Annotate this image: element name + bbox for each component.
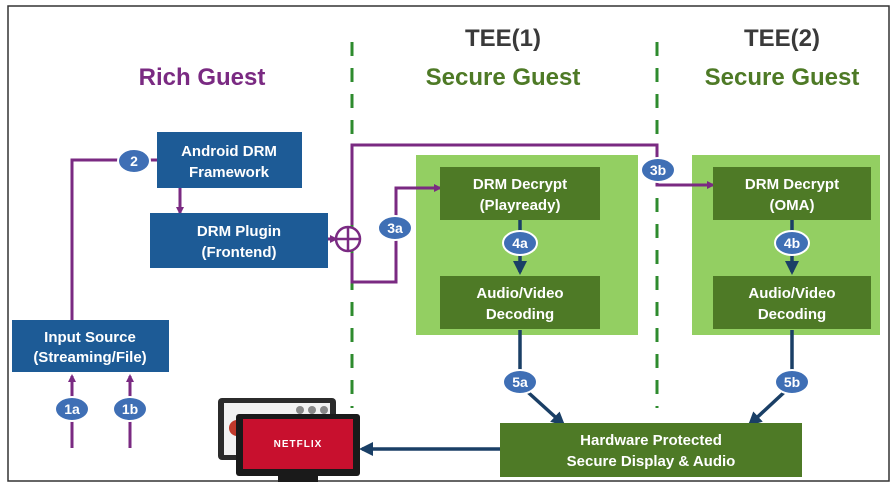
- drm-decrypt-oma-box: [713, 167, 871, 220]
- badge-4b: 4b: [774, 230, 810, 256]
- badge-5a: 5a: [502, 369, 538, 395]
- header-secure-guest-2: Secure Guest: [705, 64, 860, 91]
- header-rich-guest: Rich Guest: [139, 64, 266, 91]
- android-drm-framework-box: [157, 132, 302, 188]
- badge-4a-label: 4a: [512, 235, 528, 251]
- badge-4a: 4a: [502, 230, 538, 256]
- av-decoding-2-line2: Decoding: [758, 306, 826, 323]
- drm-decrypt-playready-box: [440, 167, 600, 220]
- android-drm-line1: Android DRM: [181, 143, 277, 160]
- android-drm-line2: Framework: [189, 164, 270, 181]
- drm-decrypt-2-line1: DRM Decrypt: [745, 176, 839, 193]
- av-decoding-1-box: [440, 276, 600, 329]
- badge-2: 2: [117, 148, 151, 174]
- path-input-to-framework: [70, 158, 157, 320]
- header-tee1: TEE(1): [465, 25, 541, 52]
- input-source-line2: (Streaming/File): [33, 349, 146, 366]
- input-source-box: [12, 320, 169, 372]
- badge-3b-label: 3b: [650, 162, 666, 178]
- router-circle-plus-icon: [334, 225, 362, 253]
- path-router-to-tee2: [350, 184, 442, 284]
- header-secure-guest-1: Secure Guest: [426, 64, 581, 91]
- av-decoding-2-box: [713, 276, 871, 329]
- header-tee2: TEE(2): [744, 25, 820, 52]
- netflix-logo-text: NETFLIX: [274, 439, 323, 450]
- drm-decrypt-1-line1: DRM Decrypt: [473, 176, 567, 193]
- badge-5a-label: 5a: [512, 374, 528, 390]
- input-source-line1: Input Source: [44, 329, 136, 346]
- badge-1a-label: 1a: [64, 401, 80, 417]
- badge-3a: 3a: [377, 215, 413, 241]
- badge-5b: 5b: [774, 369, 810, 395]
- hw-protected-line2: Secure Display & Audio: [567, 453, 736, 470]
- hw-protected-line1: Hardware Protected: [580, 432, 722, 449]
- drm-plugin-box: [150, 213, 328, 268]
- tv-monitor-icon: NETFLIX: [218, 398, 360, 482]
- drm-plugin-line2: (Frontend): [202, 244, 277, 261]
- badge-1b-label: 1b: [122, 401, 138, 417]
- av-decoding-1-line1: Audio/Video: [476, 285, 563, 302]
- badge-5b-label: 5b: [784, 374, 800, 390]
- badge-3a-label: 3a: [387, 220, 403, 236]
- hardware-protected-box: [500, 423, 802, 477]
- badge-4b-label: 4b: [784, 235, 800, 251]
- diagram-frame: [7, 5, 890, 482]
- av-decoding-1-line2: Decoding: [486, 306, 554, 323]
- drm-decrypt-2-line2: (OMA): [770, 197, 815, 214]
- av-decoding-2-line1: Audio/Video: [748, 285, 835, 302]
- drm-decrypt-1-line2: (Playready): [480, 197, 561, 214]
- badge-1b: 1b: [112, 396, 148, 422]
- badge-1a: 1a: [54, 396, 90, 422]
- badge-3b: 3b: [640, 157, 676, 183]
- drm-plugin-line1: DRM Plugin: [197, 223, 281, 240]
- badge-2-label: 2: [130, 153, 138, 169]
- path-router-to-tee1: [350, 143, 715, 225]
